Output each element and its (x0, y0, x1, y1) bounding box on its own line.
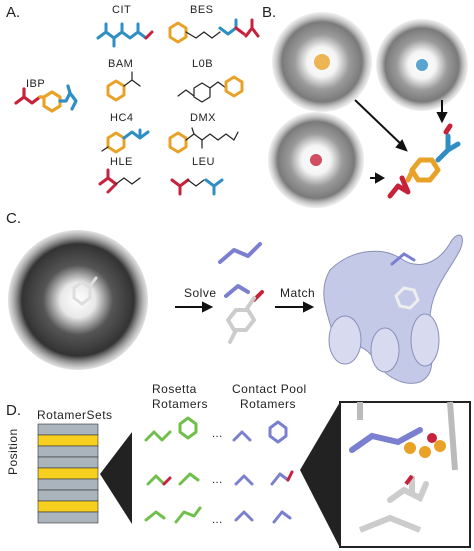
contact-label-2: Rotamers (240, 397, 297, 411)
ellipsis-1: ... (212, 428, 223, 440)
ibp-label: IBP (26, 78, 46, 90)
solved-fragments (218, 242, 264, 344)
bam-label: BAM (108, 58, 134, 70)
hle-label: HLE (110, 156, 133, 168)
ibp-assembled (387, 123, 461, 199)
match-label: Match (280, 286, 316, 300)
zoom-box (339, 401, 471, 548)
ellipsis-2: ... (212, 474, 223, 486)
rosetta-label-1: Rosetta (152, 382, 197, 396)
hc4-label: HC4 (110, 112, 134, 124)
zoom-wedge (300, 402, 340, 548)
rotamer-sets-label: RotamerSets (37, 408, 113, 422)
cit-label: CIT (112, 4, 132, 16)
panel-b-letter: B. (262, 4, 277, 21)
panel-d-letter: D. (6, 402, 21, 419)
cit-structure (96, 22, 154, 48)
bes-structure (168, 18, 260, 44)
panel-a-letter: A. (6, 4, 21, 21)
ellipsis-3: ... (212, 514, 223, 526)
hc4-structure (101, 128, 150, 154)
ibp-structure (14, 84, 78, 113)
rosetta-label-2: Rotamers (152, 397, 209, 411)
panel-c-letter: C. (6, 210, 21, 227)
bes-label: BES (190, 4, 214, 16)
protein-scaffold (323, 234, 463, 384)
leu-structure (170, 178, 224, 196)
rosetta-rotamers (144, 416, 202, 524)
contact-rotamers (232, 420, 294, 524)
contact-label-1: Contact Pool (232, 382, 307, 396)
leu-label: LEU (192, 156, 215, 168)
dmx-label: DMX (190, 112, 216, 124)
rotamer-set-stack (37, 423, 99, 524)
fan-triangle (100, 432, 132, 524)
dmx-structure (168, 127, 239, 154)
bam-structure (106, 71, 141, 102)
l0b-structure (177, 75, 244, 103)
l0b-label: L0B (192, 58, 214, 70)
hle-structure (98, 168, 141, 194)
solve-label: Solve (184, 286, 217, 300)
